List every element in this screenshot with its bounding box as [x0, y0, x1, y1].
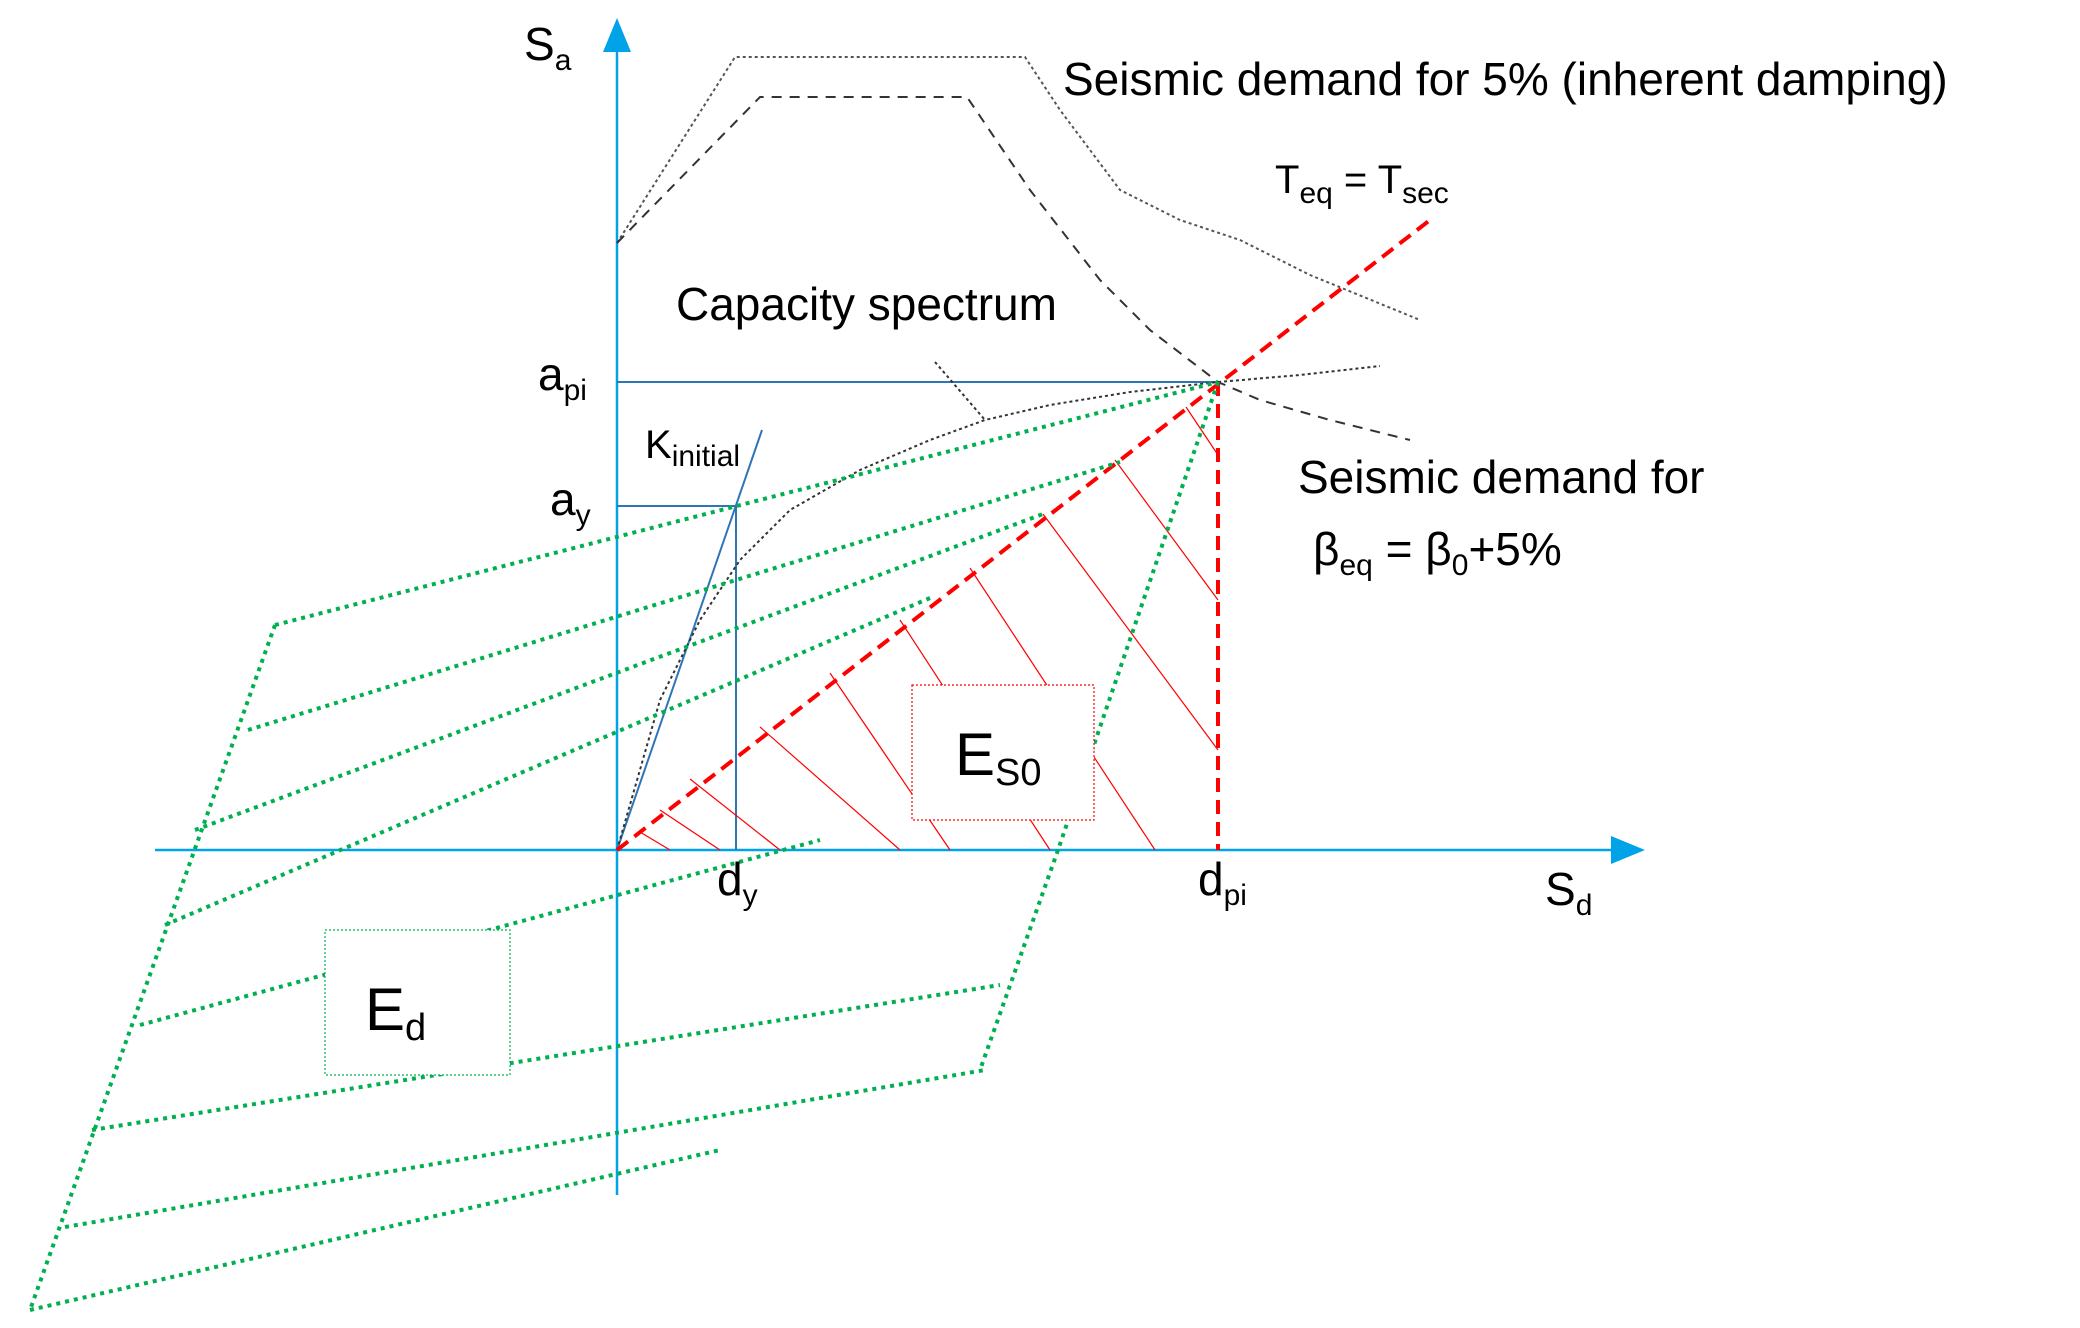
teq-label: Teq = Tsec [1275, 158, 1449, 210]
ed-label: Ed [365, 976, 426, 1049]
k-initial-label: Kinitial [645, 423, 740, 473]
demand-beta-label-line2: βeq = β0+5% [1313, 523, 1562, 582]
y-axis-arrow [603, 18, 631, 52]
ed-box [324, 929, 511, 1076]
demand-5-label: Seismic demand for 5% (inherent damping) [1063, 53, 1948, 105]
ay-label: ay [550, 473, 591, 532]
es0-label: ES0 [955, 721, 1042, 794]
capacity-label: Capacity spectrum [676, 278, 1057, 330]
secant-line [615, 218, 1432, 852]
es0-box [911, 684, 1095, 821]
x-axis-arrow [1611, 836, 1645, 864]
x-axis-label: Sd [1545, 863, 1592, 922]
capacity-leader [934, 361, 986, 421]
y-axis-label: Sa [524, 18, 572, 77]
demand-5-curve [616, 56, 1421, 321]
demand-beta-curve [616, 96, 1411, 441]
dpi-label: dpi [1198, 853, 1247, 912]
dy-label: dy [717, 853, 758, 912]
api-label: api [538, 348, 587, 407]
demand-beta-label-line1: Seismic demand for [1298, 451, 1705, 503]
